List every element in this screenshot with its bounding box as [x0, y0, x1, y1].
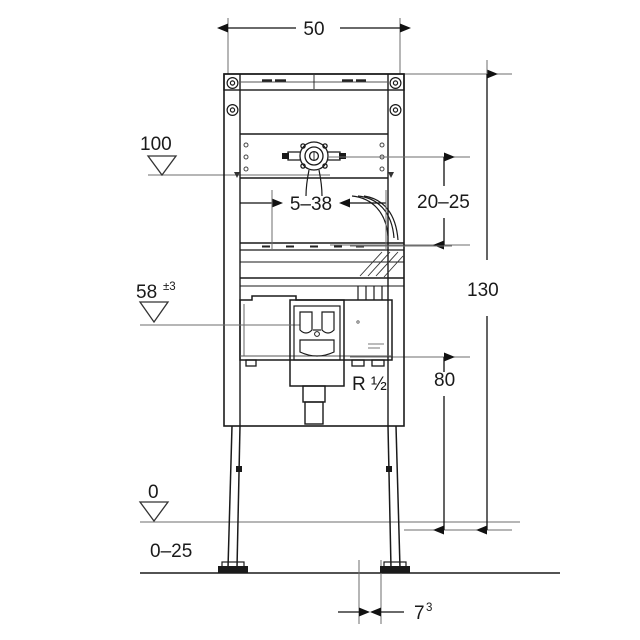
- frame-legs: [218, 425, 410, 573]
- leg-offset-label-group: 7 3: [414, 602, 432, 624]
- datum-0-label: 0: [148, 482, 159, 503]
- supply-pipe-bundle: [351, 195, 399, 241]
- leg-offset-tolerance: 3: [426, 602, 432, 614]
- leader-lines: [176, 156, 452, 326]
- water-connector-valve: [282, 141, 346, 171]
- thread-label: R ½: [352, 374, 387, 395]
- dimension-lines: [217, 23, 498, 617]
- datum-triangle-0: [138, 501, 170, 523]
- leg-offset-label: 7: [414, 603, 425, 624]
- datum-58-label-group: 58 ±3: [136, 281, 176, 303]
- trap-height-label: 80: [434, 370, 455, 391]
- datum-58-tolerance: ±3: [163, 281, 176, 293]
- datum-100-label: 100: [140, 134, 172, 155]
- datum-triangle-100: [146, 155, 178, 177]
- siphon-cartridge: [289, 299, 345, 387]
- datum-58-label: 58: [136, 282, 157, 303]
- installation-frame-body: [218, 73, 410, 573]
- datum-triangle-58: [138, 301, 170, 324]
- datum-markers: [138, 155, 178, 523]
- upper-offset-label: 20–25: [417, 192, 470, 213]
- overall-height-label: 130: [467, 280, 499, 301]
- extension-lines: [140, 18, 560, 624]
- inner-span-label: 5–38: [290, 194, 332, 215]
- floor-offset-label: 0–25: [150, 541, 192, 562]
- frame-width-label: 50: [303, 19, 324, 40]
